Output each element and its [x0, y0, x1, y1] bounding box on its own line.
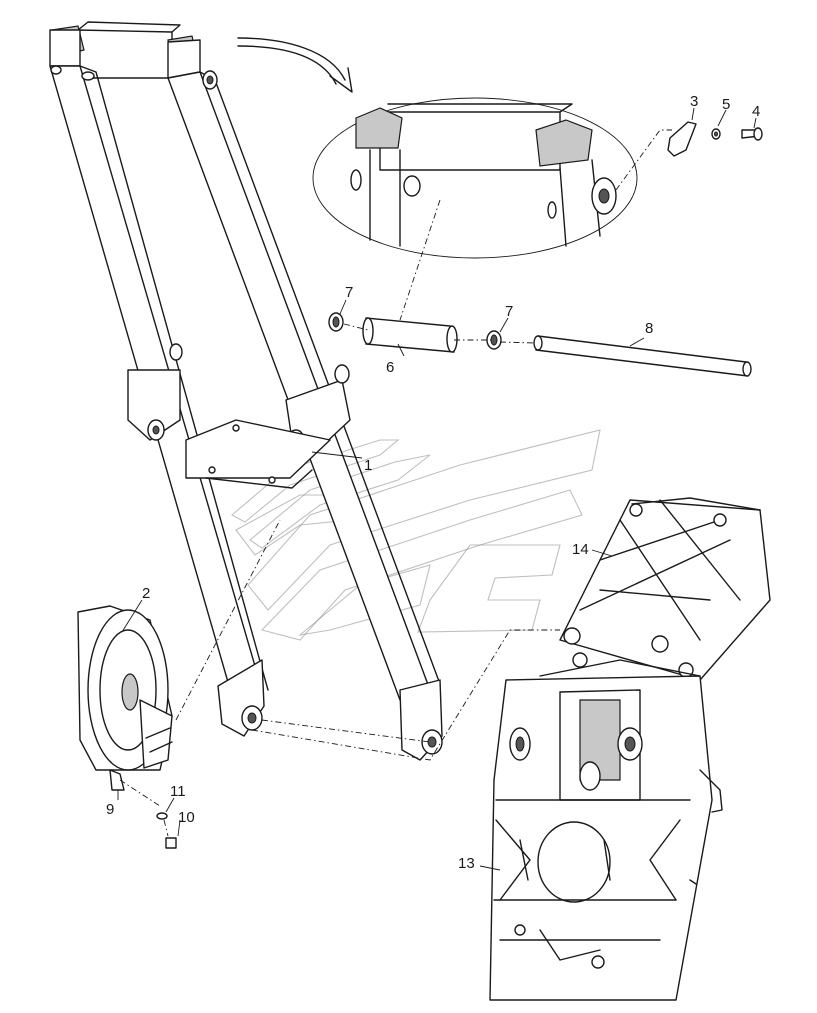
- callout-labels: 1 2 3 4 5 6 7 7 8 9 10 11 13 14: [106, 93, 760, 872]
- leader-lines: [117, 107, 757, 871]
- callout-14: 14: [572, 541, 589, 558]
- drum-winch-assembly: [77, 519, 281, 849]
- callout-2: 2: [142, 585, 150, 602]
- bolt-washer-plate-parts: [667, 121, 763, 157]
- callout-4: 4: [752, 103, 760, 120]
- callout-13: 13: [458, 855, 475, 872]
- callout-1: 1: [364, 457, 372, 474]
- callout-3: 3: [690, 93, 698, 110]
- main-frame-assembly: [49, 21, 560, 761]
- direction-arrow: [237, 37, 353, 93]
- callout-6: 6: [386, 359, 394, 376]
- callout-9: 9: [106, 801, 114, 818]
- shaft-bushings: [328, 312, 752, 377]
- callout-10: 10: [178, 809, 195, 826]
- callout-11: 11: [170, 783, 186, 800]
- callout-7b: 7: [505, 303, 513, 320]
- callout-5: 5: [722, 96, 730, 113]
- lower-mast-section: [489, 497, 771, 1001]
- callout-7a: 7: [345, 284, 353, 301]
- callout-8: 8: [645, 320, 653, 337]
- detail-inset: [312, 97, 672, 321]
